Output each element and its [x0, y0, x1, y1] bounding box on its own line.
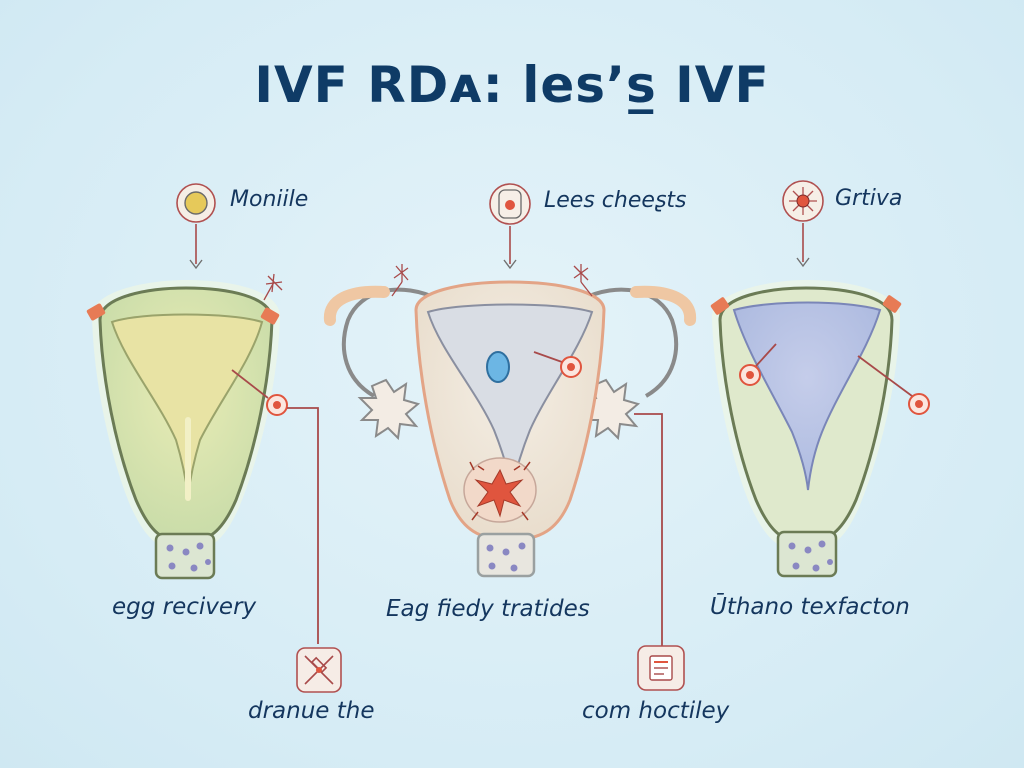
clipboard-chart-icon: [637, 645, 685, 691]
marker-right-outer: [857, 355, 930, 415]
top-label-2: Lees cheeʂts: [544, 188, 687, 213]
right-uterus-illustration: [710, 280, 902, 578]
middle-uterus-illustration: [323, 264, 697, 578]
leader-arrow-3: [796, 223, 810, 268]
caption-1: egg recivery: [112, 594, 257, 620]
page-title: IVF RDᴀ: les’s̲ IVF: [254, 56, 770, 114]
marker-right-inner: [739, 343, 777, 386]
sparkle-icon: [263, 273, 283, 301]
leader-arrow-1: [189, 224, 203, 270]
bottom-label-2: com hoctiley: [582, 698, 730, 724]
flower-cell-icon: [782, 180, 824, 222]
caption-3: Ūthano texfacton: [710, 594, 910, 620]
bottom-label-1: dranue the: [248, 698, 375, 724]
caption-2: Eag fiedy tratides: [386, 596, 590, 622]
sparkle-icon: [391, 264, 409, 297]
left-uterus-illustration: [86, 273, 283, 580]
follicle-icon: [489, 183, 531, 225]
syringe-tools-icon: [296, 647, 342, 693]
marker-middle: [533, 351, 663, 646]
sparkle-icon: [573, 264, 593, 297]
marker-left: [231, 369, 319, 644]
leader-arrow-2: [503, 226, 517, 270]
egg-cell-icon: [176, 183, 216, 223]
top-label-3: Grtiva: [835, 186, 903, 211]
top-label-1: Moniile: [230, 187, 309, 212]
